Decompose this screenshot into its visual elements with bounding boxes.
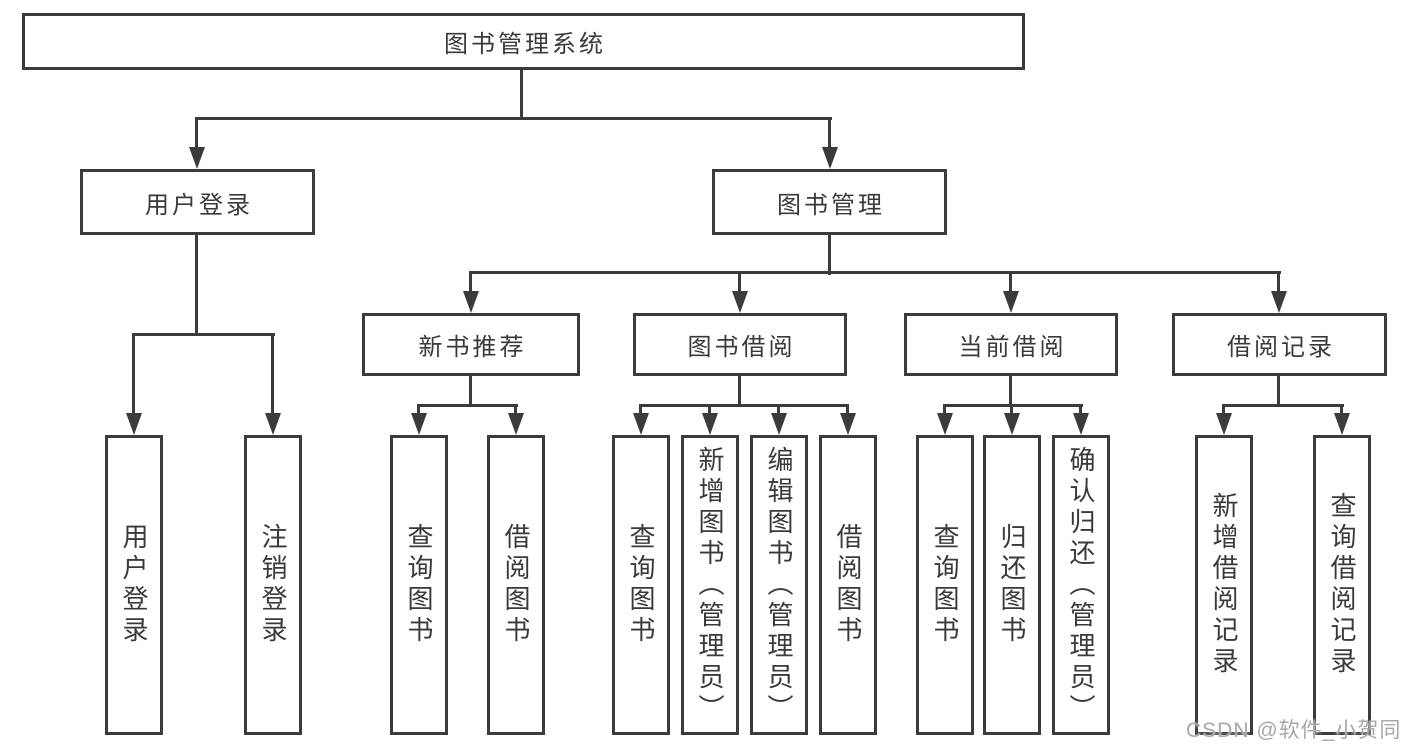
leaf-add-borrow-record: 新增借阅记录 [1195, 435, 1253, 735]
leaf-label: 新增借阅记录 [1209, 492, 1239, 678]
arrow-down-icon [1216, 413, 1232, 435]
connector-borrowing-drop [708, 404, 711, 416]
arrow-down-icon [463, 291, 479, 313]
connector-book-mgmt-drop [1277, 271, 1280, 293]
leaf-user-login: 用户登录 [105, 435, 163, 735]
connector-current-stem [1009, 376, 1012, 407]
leaf-label: 归还图书 [997, 523, 1027, 647]
leaf-label: 借阅图书 [501, 523, 531, 647]
leaf-label: 借阅图书 [833, 523, 863, 647]
connector-current-drop [1010, 404, 1013, 416]
connector-book-mgmt-stem [828, 235, 831, 275]
leaf-label: 查询图书 [930, 523, 960, 647]
arrow-down-icon [265, 413, 281, 435]
connector-records-drop [1222, 404, 1225, 416]
connector-user-login-stem [195, 235, 198, 335]
connector-book-mgmt-drop [1009, 271, 1012, 293]
arrow-down-icon [189, 147, 205, 169]
node-root: 图书管理系统 [22, 13, 1025, 70]
leaf-query-books-3: 查询图书 [916, 435, 974, 735]
connector-borrowing-drop [639, 404, 642, 416]
connector-user-login-drop [271, 333, 274, 413]
leaf-label: 注销登录 [258, 523, 288, 647]
connector-current-bar [944, 404, 1083, 407]
arrow-down-icon [822, 147, 838, 169]
node-label: 借阅记录 [1227, 334, 1335, 361]
leaf-label: 查询借阅记录 [1327, 492, 1357, 678]
arrow-down-icon [732, 291, 748, 313]
node-label: 用户登录 [145, 191, 253, 219]
connector-root-drop [828, 117, 831, 149]
leaf-add-books-admin: 新增图书（管理员） [681, 435, 739, 735]
connector-new-book-drop [417, 404, 420, 416]
leaf-return-books: 归还图书 [983, 435, 1041, 735]
arrow-down-icon [771, 413, 787, 435]
leaf-label: 新增图书（管理员） [695, 445, 725, 725]
arrow-down-icon [1271, 291, 1287, 313]
connector-root-stem [520, 70, 523, 120]
watermark-text: CSDN @软件_小贺同学 [1186, 719, 1402, 742]
connector-records-drop [1340, 404, 1343, 416]
node-label: 图书借阅 [687, 334, 796, 361]
connector-borrowing-drop [846, 404, 849, 416]
node-label: 当前借阅 [958, 334, 1067, 361]
connector-user-login-drop [132, 333, 135, 413]
arrow-down-icon [702, 413, 718, 435]
arrow-down-icon [508, 413, 524, 435]
connector-root-drop [195, 117, 198, 149]
connector-borrowing-stem [738, 376, 741, 407]
connector-records-stem [1277, 376, 1280, 407]
node-user-login: 用户登录 [80, 169, 315, 235]
node-label: 新书推荐 [418, 334, 527, 361]
arrow-down-icon [1004, 413, 1020, 435]
leaf-logout-login: 注销登录 [244, 435, 302, 735]
connector-new-book-stem [469, 376, 472, 407]
leaf-query-books-2: 查询图书 [612, 435, 670, 735]
leaf-label: 编辑图书（管理员） [764, 445, 794, 725]
connector-current-drop [1079, 404, 1082, 416]
connector-new-book-bar [418, 404, 518, 407]
arrow-down-icon [1003, 291, 1019, 313]
leaf-borrow-books-2: 借阅图书 [819, 435, 877, 735]
connector-user-login-bar [132, 333, 275, 336]
connector-book-mgmt-drop [738, 271, 741, 293]
arrow-down-icon [411, 413, 427, 435]
leaf-borrow-books-1: 借阅图书 [487, 435, 545, 735]
arrow-down-icon [937, 413, 953, 435]
leaf-label: 确认归还（管理员） [1066, 445, 1096, 725]
leaf-label: 查询图书 [626, 523, 656, 647]
leaf-label: 用户登录 [119, 523, 149, 647]
node-borrowing-records: 借阅记录 [1172, 313, 1387, 376]
node-book-management: 图书管理 [712, 169, 947, 235]
node-new-book-recommend: 新书推荐 [362, 313, 580, 376]
arrow-down-icon [126, 413, 142, 435]
node-book-borrowing: 图书借阅 [633, 313, 847, 376]
arrow-down-icon [1073, 413, 1089, 435]
connector-book-mgmt-bar [469, 271, 1281, 274]
connector-book-mgmt-drop [469, 271, 472, 293]
leaf-label: 查询图书 [404, 523, 434, 647]
arrow-down-icon [840, 413, 856, 435]
connector-new-book-drop [514, 404, 517, 416]
connector-borrowing-bar [640, 404, 849, 407]
leaf-confirm-return-admin: 确认归还（管理员） [1052, 435, 1110, 735]
connector-records-bar [1223, 404, 1344, 407]
leaf-edit-books-admin: 编辑图书（管理员） [750, 435, 808, 735]
node-current-borrowing: 当前借阅 [904, 313, 1118, 376]
arrow-down-icon [1334, 413, 1350, 435]
node-label: 图书管理系统 [444, 31, 606, 58]
leaf-query-borrow-record: 查询借阅记录 [1313, 435, 1371, 735]
arrow-down-icon [633, 413, 649, 435]
connector-borrowing-drop [777, 404, 780, 416]
connector-root-bar [196, 117, 832, 120]
connector-current-drop [943, 404, 946, 416]
node-label: 图书管理 [777, 191, 885, 219]
leaf-query-books-1: 查询图书 [390, 435, 448, 735]
